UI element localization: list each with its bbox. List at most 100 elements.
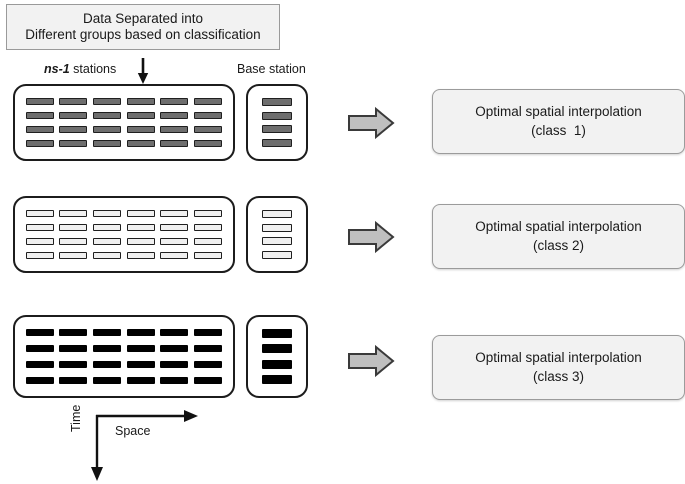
station-bar bbox=[93, 238, 122, 246]
station-bar bbox=[194, 345, 223, 353]
station-bar bbox=[25, 345, 54, 353]
station-bar bbox=[25, 223, 54, 231]
station-bar bbox=[93, 140, 122, 148]
station-bar bbox=[93, 345, 122, 353]
station-bar bbox=[93, 209, 122, 217]
result-box-class-2: Optimal spatial interpolation (class 2) bbox=[432, 204, 685, 269]
station-bar bbox=[126, 376, 155, 384]
stations-label: ns-1 stations bbox=[44, 62, 116, 76]
base-station-bar bbox=[262, 223, 292, 232]
station-bar bbox=[160, 140, 189, 148]
station-bar bbox=[25, 252, 54, 260]
station-bar bbox=[126, 126, 155, 134]
base-station-bar bbox=[262, 329, 292, 339]
station-panel-class-3 bbox=[13, 315, 235, 398]
station-bar bbox=[59, 376, 88, 384]
base-bar-grid-class-1 bbox=[248, 86, 306, 159]
station-bar bbox=[93, 360, 122, 368]
stations-label-rest: stations bbox=[69, 62, 117, 76]
station-bar bbox=[126, 360, 155, 368]
base-station-panel-class-2 bbox=[246, 196, 308, 273]
down-arrow-icon bbox=[137, 58, 149, 84]
base-station-bar bbox=[262, 237, 292, 246]
base-bar-grid-class-3 bbox=[248, 317, 306, 396]
base-bar-grid-class-2 bbox=[248, 198, 306, 271]
station-bar bbox=[93, 223, 122, 231]
axis-label-space: Space bbox=[115, 424, 151, 438]
result-box-class-3: Optimal spatial interpolation (class 3) bbox=[432, 335, 685, 400]
right-block-arrow-icon bbox=[348, 106, 395, 140]
station-bar bbox=[126, 238, 155, 246]
station-bar bbox=[59, 329, 88, 337]
station-bar bbox=[93, 329, 122, 337]
station-bar bbox=[126, 111, 155, 119]
station-bar bbox=[160, 223, 189, 231]
base-station-bar bbox=[262, 125, 292, 134]
station-bar bbox=[59, 238, 88, 246]
station-bar bbox=[59, 140, 88, 148]
base-station-panel-class-3 bbox=[246, 315, 308, 398]
station-panel-class-1 bbox=[13, 84, 235, 161]
station-bar bbox=[25, 238, 54, 246]
station-bar bbox=[59, 209, 88, 217]
station-bar bbox=[160, 97, 189, 105]
base-station-bar bbox=[262, 209, 292, 218]
station-bar bbox=[160, 329, 189, 337]
station-bar bbox=[126, 209, 155, 217]
station-bar-grid-class-3 bbox=[15, 317, 233, 396]
station-bar bbox=[194, 252, 223, 260]
axis-label-time: Time bbox=[69, 404, 83, 432]
station-bar bbox=[194, 360, 223, 368]
base-station-bar bbox=[262, 359, 292, 369]
station-bar bbox=[93, 376, 122, 384]
axes-legend bbox=[91, 410, 198, 481]
header-line-1: Data Separated into bbox=[82, 10, 204, 26]
station-bar bbox=[194, 329, 223, 337]
base-station-bar bbox=[262, 251, 292, 260]
result-line-1: Optimal spatial interpolation bbox=[475, 219, 642, 235]
station-bar bbox=[194, 126, 223, 134]
station-bar bbox=[194, 97, 223, 105]
station-bar bbox=[126, 345, 155, 353]
header-line-2: Different groups based on classification bbox=[25, 27, 261, 42]
result-line-2: (class 3) bbox=[532, 368, 584, 384]
result-box-class-1: Optimal spatial interpolation (class 1) bbox=[432, 89, 685, 154]
station-bar bbox=[126, 329, 155, 337]
station-bar bbox=[93, 111, 122, 119]
station-bar bbox=[194, 376, 223, 384]
station-bar bbox=[25, 140, 54, 148]
station-bar bbox=[194, 140, 223, 148]
station-bar bbox=[194, 209, 223, 217]
station-bar bbox=[93, 126, 122, 134]
station-bar bbox=[25, 360, 54, 368]
down-arrow-icon bbox=[91, 467, 103, 481]
base-station-label: Base station bbox=[237, 62, 306, 76]
base-station-bar bbox=[262, 139, 292, 148]
station-bar-grid-class-1 bbox=[15, 86, 233, 159]
right-arrow-icon bbox=[184, 410, 198, 422]
station-bar-grid-class-2 bbox=[15, 198, 233, 271]
result-line-1: Optimal spatial interpolation bbox=[475, 350, 642, 366]
station-bar bbox=[160, 126, 189, 134]
station-bar bbox=[59, 345, 88, 353]
station-bar bbox=[160, 376, 189, 384]
station-bar bbox=[160, 111, 189, 119]
station-bar bbox=[126, 97, 155, 105]
station-bar bbox=[194, 111, 223, 119]
station-bar bbox=[59, 252, 88, 260]
base-station-bar bbox=[262, 344, 292, 354]
station-bar bbox=[126, 252, 155, 260]
station-bar bbox=[194, 223, 223, 231]
station-panel-class-2 bbox=[13, 196, 235, 273]
result-line-2: (class 1) bbox=[531, 122, 586, 138]
header-caption-box: Data Separated into Different groups bas… bbox=[6, 4, 280, 50]
station-bar bbox=[25, 329, 54, 337]
base-station-bar bbox=[262, 97, 292, 106]
station-bar bbox=[59, 97, 88, 105]
station-bar bbox=[25, 376, 54, 384]
station-bar bbox=[25, 209, 54, 217]
base-station-bar bbox=[262, 111, 292, 120]
station-bar bbox=[160, 360, 189, 368]
base-station-bar bbox=[262, 374, 292, 384]
station-bar bbox=[25, 97, 54, 105]
